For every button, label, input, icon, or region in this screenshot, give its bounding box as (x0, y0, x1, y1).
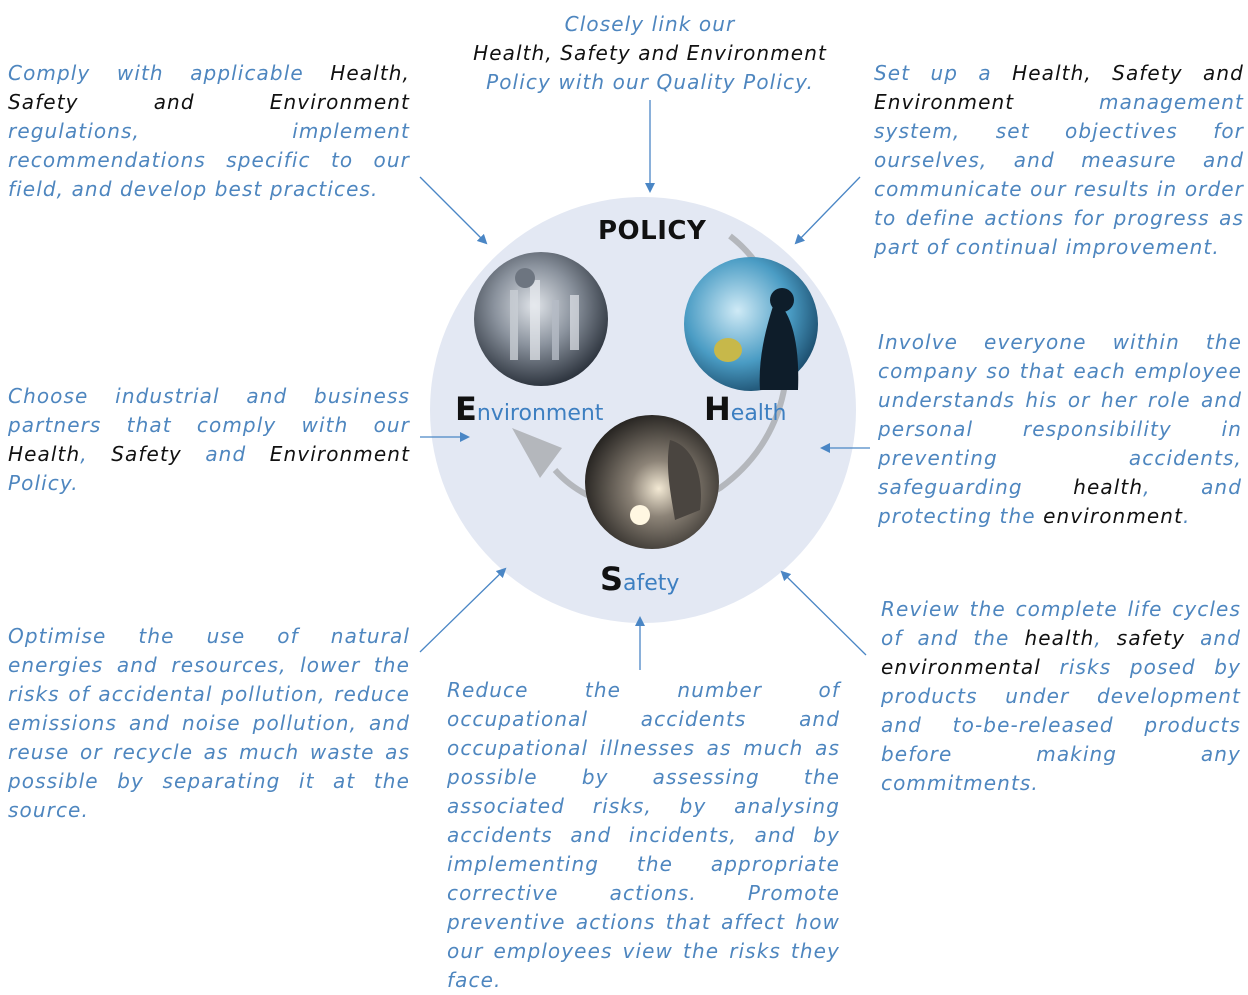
arrow-top-right (794, 176, 861, 245)
health-label: Health (704, 390, 787, 428)
bottom-center-text: Reduce the number of occupational accide… (447, 678, 840, 992)
top-right-text: Set up a Health, Safety and Environment … (874, 61, 1244, 259)
arrow-bottom-left (419, 567, 507, 653)
cycle-arrowhead-icon (512, 428, 562, 478)
bottom-right-text: Review the complete life cycles of and t… (881, 597, 1242, 795)
mid-left-text: Choose industrial and business partners … (8, 384, 411, 495)
safety-label: Safety (600, 560, 680, 598)
diagram-canvas (419, 100, 870, 670)
environment-photo (474, 252, 608, 386)
arrow-bottom-right (780, 570, 867, 656)
health-photo (684, 257, 818, 391)
top-text: Closely link our Health, Safety and Envi… (473, 12, 827, 94)
safety-photo (585, 415, 719, 549)
bottom-left-text: Optimise the use of natural energies and… (8, 624, 410, 822)
environment-label: Environment (455, 390, 604, 428)
top-left-text: Comply with applicable Health, Safety an… (8, 61, 410, 201)
policy-label: POLICY (598, 216, 707, 246)
mid-right-text: Involve everyone within the company so t… (878, 330, 1243, 528)
arrow-top-left (419, 176, 488, 245)
